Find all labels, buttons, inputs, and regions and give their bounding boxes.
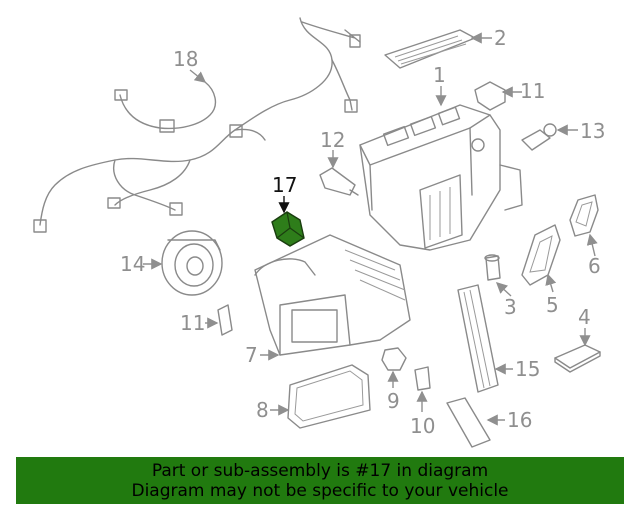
callout-15: 15 [515,357,540,381]
part-1-hvac-housing [359,104,523,251]
part-10-clip [414,366,431,391]
part-2-cover [384,29,476,69]
banner-line-2: Diagram may not be specific to your vehi… [131,480,509,501]
part-4-badge [554,344,601,373]
info-banner: Part or sub-assembly is #17 in diagram D… [16,457,624,504]
callout-11-bottom: 11 [180,311,205,335]
callout-8: 8 [256,398,269,422]
part-12-sensor [319,167,359,196]
part-9-cap [381,347,407,371]
part-15-filter [457,284,499,393]
part-5-vent [521,224,561,286]
wiring-harness [33,17,361,233]
callout-3: 3 [504,295,517,319]
callout-9: 9 [387,389,400,413]
callout-1: 1 [433,63,446,87]
part-3 [484,254,501,281]
callout-7: 7 [245,343,258,367]
callout-10: 10 [410,414,435,438]
parts-diagram: 2 1 11 13 12 17 18 14 11 7 8 9 10 3 15 1… [33,17,605,448]
callout-18: 18 [173,47,198,71]
callout-11-top: 11 [520,79,545,103]
part-6-vent [569,194,599,237]
part-16-bracket [446,397,491,448]
callout-6: 6 [588,254,601,278]
callout-14: 14 [120,252,145,276]
callout-12: 12 [320,128,345,152]
callout-leaders [143,32,598,426]
part-11-sensor-bottom [217,304,233,336]
part-13-sensor [521,123,557,151]
callout-16: 16 [507,408,532,432]
part-17-highlighted [271,211,305,247]
banner-line-1: Part or sub-assembly is #17 in diagram [151,460,489,481]
callout-2: 2 [494,26,507,50]
callout-17: 17 [272,173,297,197]
part-8-gasket [287,364,371,429]
part-7-lower-housing [254,234,411,356]
part-11-sensor-top [474,81,506,111]
part-14-blower [161,230,223,296]
callout-13: 13 [580,119,605,143]
callout-5: 5 [546,293,559,317]
callout-4: 4 [578,305,591,329]
